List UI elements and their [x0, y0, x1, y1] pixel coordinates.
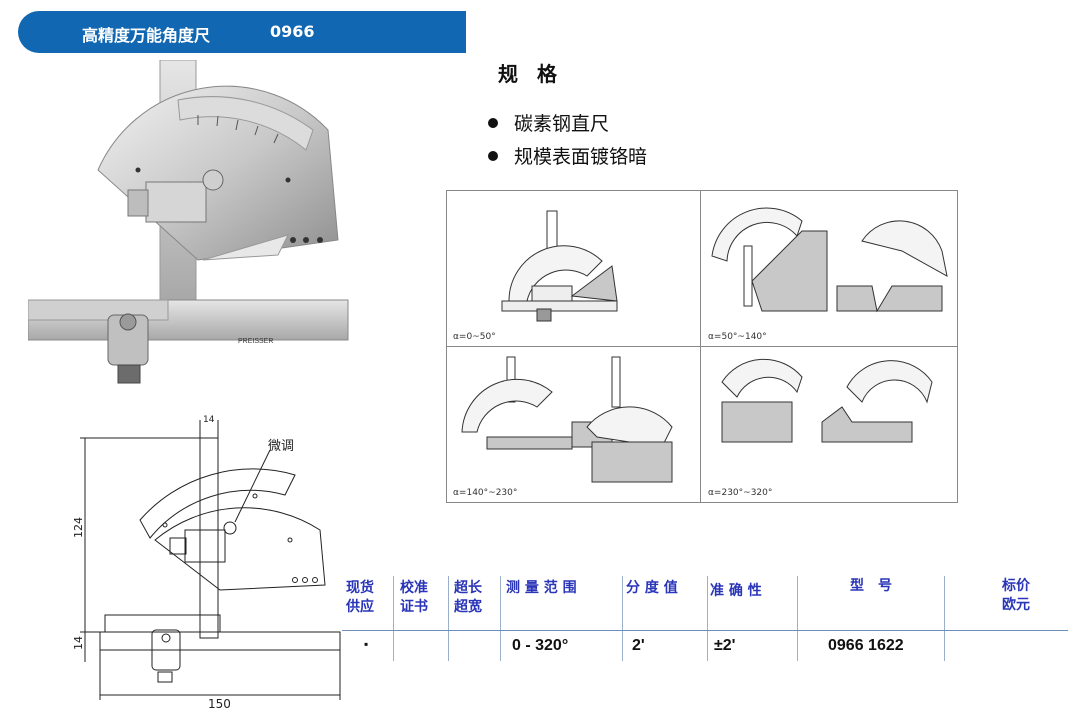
fine-adjust-label: 微调: [268, 439, 294, 454]
th-oversize: 超长 超宽: [454, 580, 482, 615]
diagram-0-50: α=0~50°: [447, 191, 701, 346]
th-division: 分 度 值: [626, 580, 678, 596]
th-cert: 校准 证书: [400, 580, 428, 615]
dim-height: 124: [72, 517, 85, 538]
td-accuracy: ±2': [714, 637, 736, 654]
spec-heading: 规 格: [498, 62, 563, 86]
td-stock: ▪: [364, 637, 369, 651]
th-accuracy: 准 确 性: [710, 583, 762, 599]
diagram-230-320: α=230°~320°: [702, 347, 956, 502]
title-bar: 高精度万能角度尺 0966: [18, 11, 466, 53]
technical-drawing: 微调 14 124 14 150: [72, 415, 341, 711]
product-code: 0966: [270, 22, 315, 41]
spec-item: 规模表面镀铬暗: [488, 139, 647, 172]
dim-width: 150: [208, 697, 231, 711]
product-title: 高精度万能角度尺: [82, 26, 211, 45]
bullet-icon: [488, 150, 498, 161]
diagram-50-140: α=50°~140°: [702, 191, 956, 346]
bullet-icon: [488, 117, 498, 128]
spec-item: 碳素钢直尺: [488, 106, 647, 139]
dim-base: 14: [72, 636, 85, 650]
td-range: 0 - 320°: [512, 637, 569, 654]
td-model: 0966 1622: [828, 637, 904, 654]
divider: [447, 346, 957, 347]
diagram-label: α=140°~230°: [453, 488, 518, 498]
th-model: 型 号: [850, 578, 892, 594]
diagram-label: α=50°~140°: [708, 332, 767, 342]
dim-top: 14: [203, 415, 215, 425]
th-range: 测 量 范 围: [506, 580, 577, 596]
diagram-label: α=230°~320°: [708, 488, 773, 498]
spec-table: 现货 供应 校准 证书 超长 超宽 测 量 范 围 分 度 值 准 确 性 型 …: [342, 576, 1070, 661]
spec-item-text: 规模表面镀铬暗: [514, 146, 648, 168]
th-price: 标价 欧元: [1002, 578, 1030, 613]
diagram-label: α=0~50°: [453, 332, 496, 342]
spec-item-text: 碳素钢直尺: [514, 113, 610, 135]
diagram-140-230: α=140°~230°: [447, 347, 701, 502]
td-division: 2': [632, 637, 645, 654]
product-photo: PREISSER: [28, 60, 349, 384]
spec-list: 碳素钢直尺 规模表面镀铬暗: [488, 106, 647, 172]
th-stock: 现货 供应: [346, 580, 374, 615]
measurement-diagrams: α=0~50° α=50°~140° α=1: [446, 190, 958, 503]
brand-label: PREISSER: [238, 338, 273, 345]
